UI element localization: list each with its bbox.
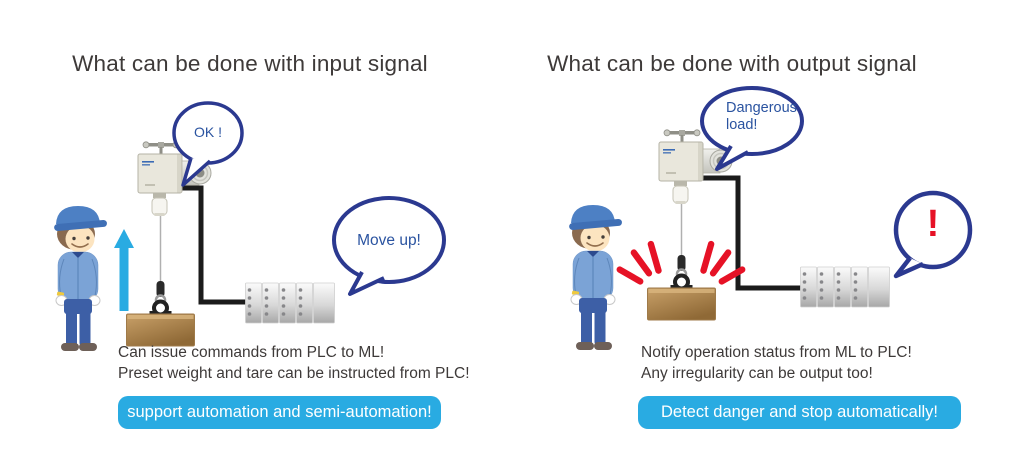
alert-bubble-exclamation: !: [926, 203, 940, 245]
output-panel-title: What can be done with output signal: [547, 51, 917, 76]
worker-figure-left: [53, 205, 109, 352]
ok-speech-bubble: [172, 101, 244, 187]
output-panel-caption: Notify operation status from ML to PLC! …: [641, 342, 912, 384]
output-caption-line1: Notify operation status from ML to PLC!: [641, 344, 912, 361]
output-benefit-banner: Detect danger and stop automatically!: [638, 396, 961, 429]
alert-speech-bubble: [893, 190, 973, 279]
plc-unit-left: [245, 282, 335, 324]
input-panel-art: [53, 101, 446, 352]
input-panel-title: What can be done with input signal: [72, 51, 428, 76]
dangerous-load-bubble-label: Dangerous load!: [726, 100, 798, 134]
input-benefit-banner: support automation and semi-automation!: [118, 396, 441, 429]
move-up-speech-bubble: [332, 196, 446, 296]
danger-flash-icon: [616, 240, 746, 285]
input-panel-caption: Can issue commands from PLC to ML! Prese…: [118, 342, 470, 384]
dangerous-load-line1: Dangerous: [726, 100, 797, 116]
input-caption-line2: Preset weight and tare can be instructed…: [118, 365, 470, 382]
move-up-bubble-label: Move up!: [357, 232, 421, 249]
dangerous-load-line2: load!: [726, 117, 758, 133]
input-caption-line1: Can issue commands from PLC to ML!: [118, 344, 385, 361]
lift-up-arrow-icon: [114, 229, 134, 311]
worker-figure-right: [568, 204, 624, 351]
dangerous-load-speech-bubble: [700, 86, 804, 171]
plc-unit-right: [800, 266, 890, 308]
output-caption-line2: Any irregularity can be output too!: [641, 365, 873, 382]
load-box-left: [124, 279, 197, 348]
output-panel-art: [568, 86, 973, 351]
signal-cable-left: [176, 185, 246, 305]
signal-cable-right: [696, 175, 801, 291]
ok-bubble-label: OK !: [193, 124, 222, 140]
